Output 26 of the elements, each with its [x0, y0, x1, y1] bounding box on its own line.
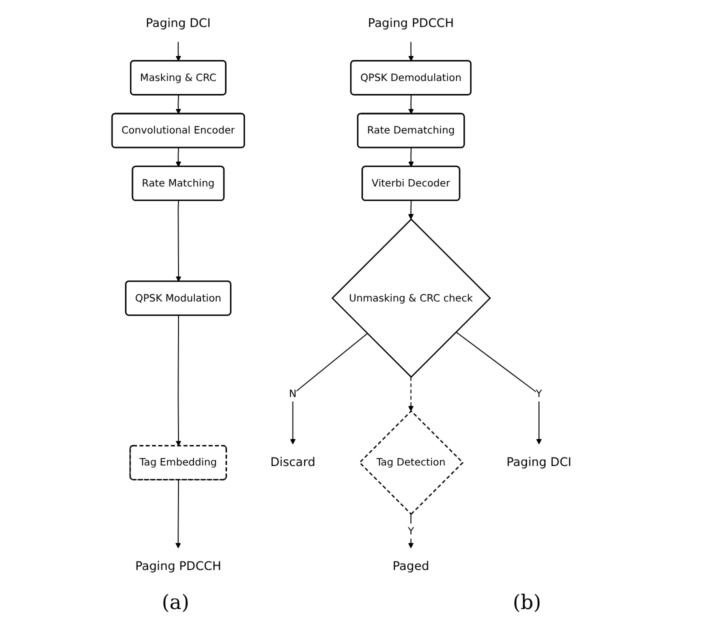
- node-text: Paging DCI: [506, 456, 572, 470]
- arrow: [176, 94, 182, 114]
- node-diamond: Tag Detection: [359, 410, 464, 516]
- node-text: Paging DCI: [146, 16, 211, 30]
- edge-label: N: [289, 388, 297, 400]
- node-text: Discard: [270, 456, 316, 470]
- arrow: [408, 41, 414, 62]
- arrow: [290, 333, 368, 444]
- edge-label: Y: [408, 524, 414, 537]
- arrow: [176, 200, 182, 282]
- panel-label: (b): [512, 590, 542, 614]
- arrow: [408, 200, 414, 220]
- arrow: [408, 147, 414, 167]
- arrow: [176, 479, 182, 548]
- node-text: Paging PDCCH: [368, 16, 454, 30]
- node-diamond: Unmasking & CRC check: [332, 218, 492, 378]
- arrow: [408, 376, 414, 412]
- arrow: [176, 315, 182, 446]
- panel-label: (a): [162, 590, 190, 614]
- arrow: [176, 41, 182, 62]
- node-text: Paging PDCCH: [136, 559, 222, 574]
- node-text: Paged: [392, 559, 430, 574]
- edge-label: Y: [536, 388, 542, 400]
- arrow: [408, 94, 414, 114]
- arrow: [456, 331, 542, 444]
- arrow: [176, 147, 182, 167]
